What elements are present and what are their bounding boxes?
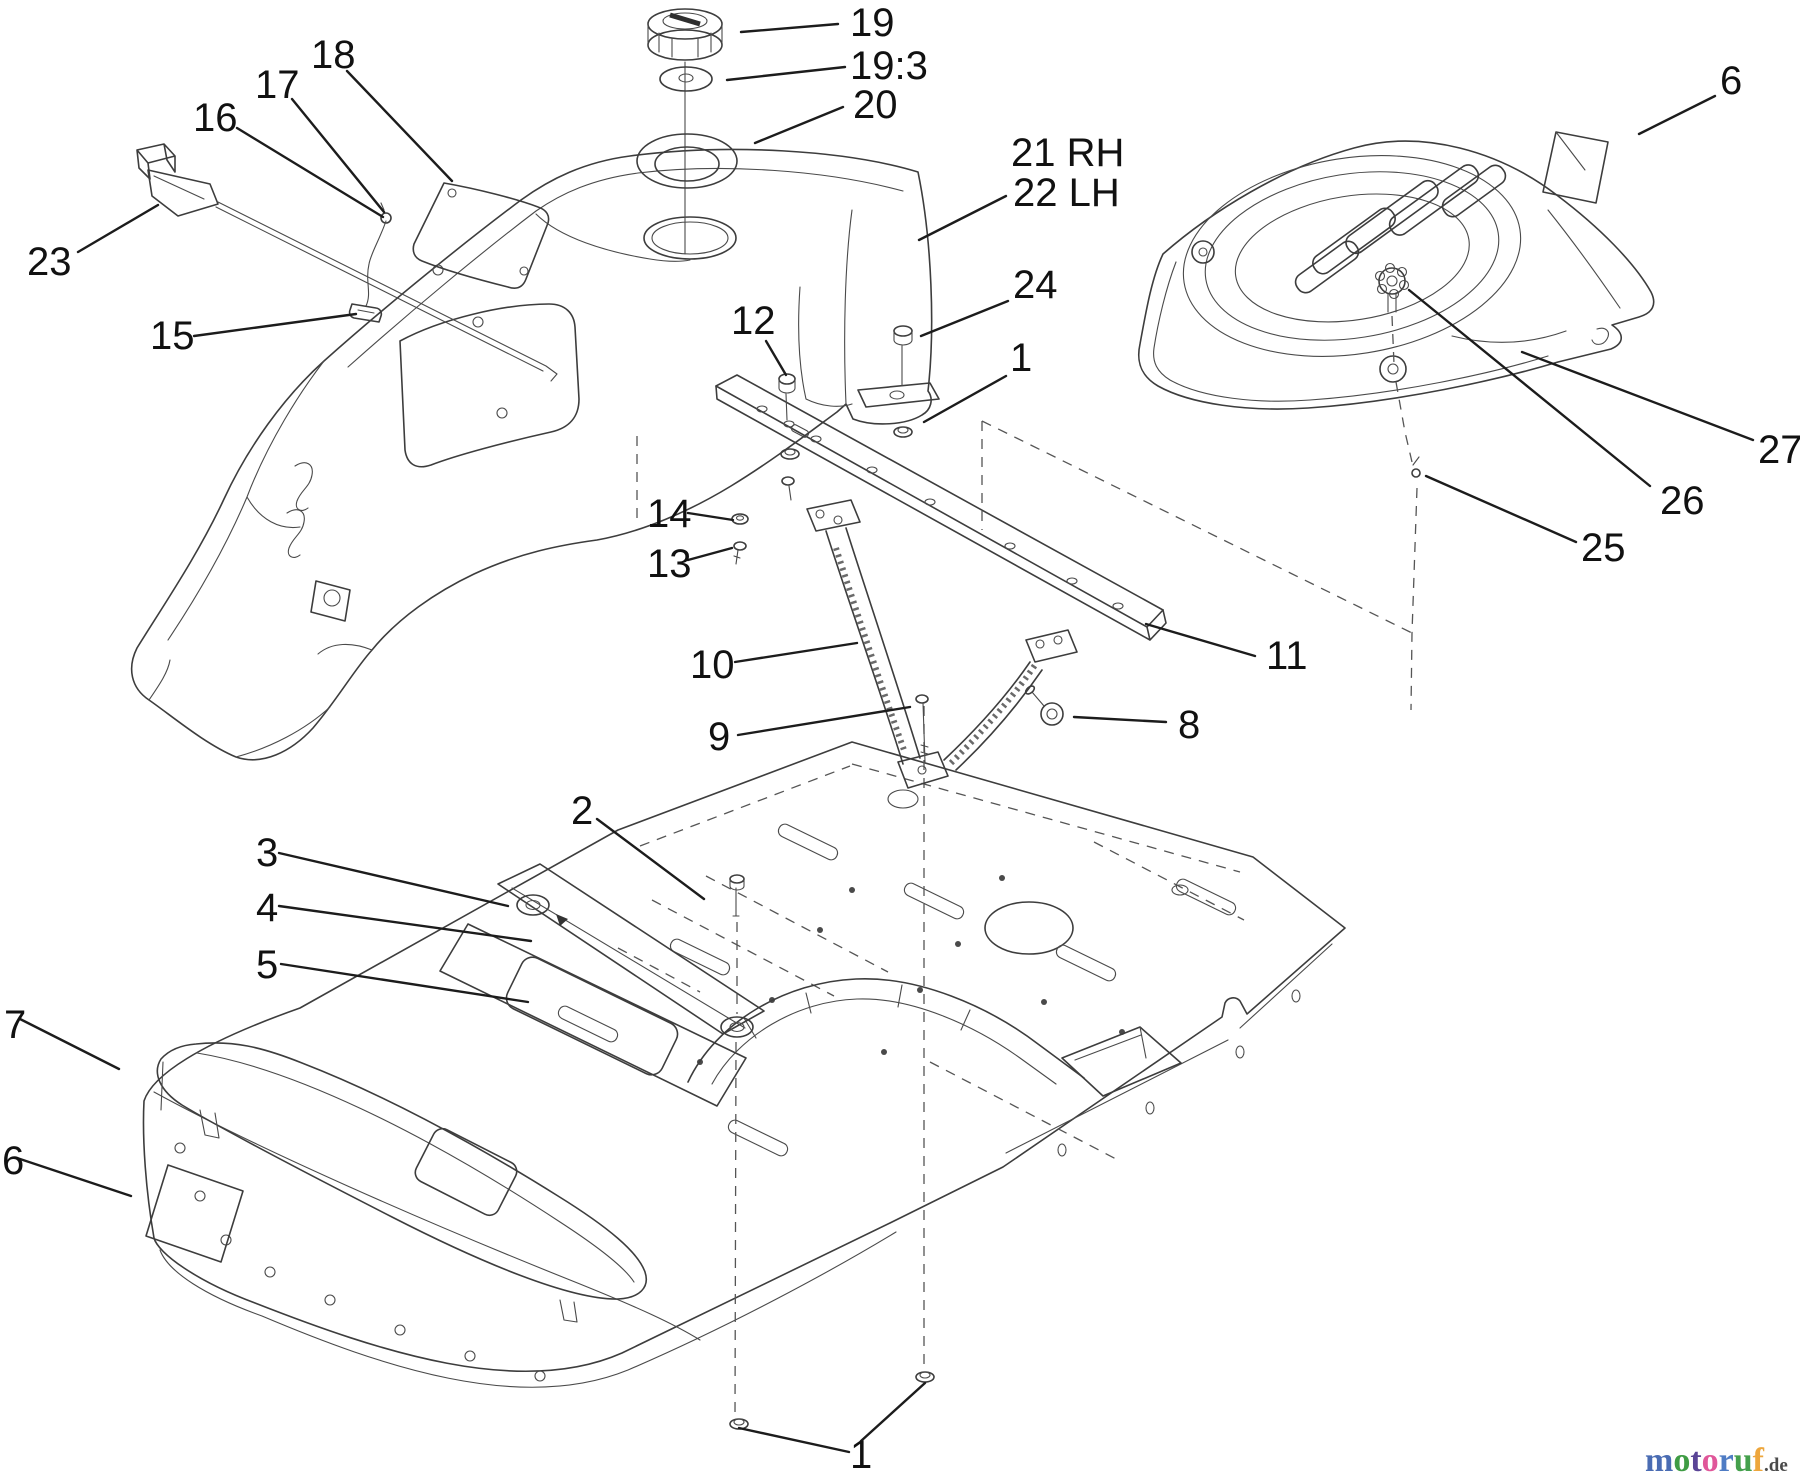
choke-rod-23 <box>136 143 558 382</box>
callout-label-13: 13 <box>647 542 692 586</box>
column-hardware <box>893 325 913 438</box>
leader-line-6b <box>15 1156 133 1198</box>
callout-label-22: 22 LH <box>1013 171 1120 215</box>
screw-12 <box>781 476 795 501</box>
callout-label-17: 17 <box>255 63 300 107</box>
leader-line-19 <box>739 22 840 34</box>
steering-tunnel <box>687 978 1182 1097</box>
leader-line-9 <box>736 705 912 737</box>
callout-label-6a: 6 <box>1720 59 1742 103</box>
callout-label-9: 9 <box>708 715 730 759</box>
washer-14 <box>731 513 749 525</box>
callout-label-2: 2 <box>571 789 593 833</box>
leader-line-13 <box>686 546 734 562</box>
knob-26 <box>1374 262 1410 313</box>
callout-label-5: 5 <box>256 943 278 987</box>
v-bracket <box>731 499 1078 789</box>
leader-line-19-3 <box>725 65 847 82</box>
leader-line-4 <box>277 904 533 943</box>
grille-vents <box>1294 164 1507 294</box>
leader-line-5 <box>279 962 530 1004</box>
callout-label-1a: 1 <box>1010 336 1032 380</box>
leader-line-24 <box>919 299 1010 338</box>
callout-label-4: 4 <box>256 886 278 930</box>
choke-screw-17 <box>365 202 392 307</box>
flange-nut-1-top <box>893 426 913 438</box>
cover-decal-6 <box>1542 131 1609 204</box>
leader-line-23 <box>76 203 160 254</box>
leader-line-14 <box>686 511 735 522</box>
carriage-bolt-2 <box>729 874 745 917</box>
support-bar <box>636 373 1413 641</box>
leader-line-3 <box>277 851 510 908</box>
screw-13 <box>733 541 747 565</box>
bolt-9 <box>915 694 929 763</box>
front-bumper <box>145 1042 647 1323</box>
callout-label-19: 19 <box>850 1 895 45</box>
callout-label-3: 3 <box>256 831 278 875</box>
leader-line-17 <box>290 97 386 214</box>
leader-line-18 <box>345 69 454 183</box>
leader-line-10 <box>733 641 859 664</box>
flange-nut-1-right <box>915 1371 935 1383</box>
callout-label-12: 12 <box>731 299 776 343</box>
callout-label-11: 11 <box>1266 634 1308 678</box>
dash-clip <box>556 914 568 926</box>
leader-line-11 <box>1144 622 1257 658</box>
callout-label-24: 24 <box>1013 263 1058 307</box>
callout-label-26: 26 <box>1660 479 1705 523</box>
callout-label-10: 10 <box>690 643 735 687</box>
callout-label-7: 7 <box>4 1003 26 1047</box>
callout-label-14: 14 <box>647 492 692 536</box>
callout-label-23: 23 <box>27 240 72 284</box>
callout-label-1b: 1 <box>850 1433 872 1477</box>
push-pin-8 <box>1024 685 1064 726</box>
bolt-24 <box>893 325 913 387</box>
callout-label-20: 20 <box>853 83 898 127</box>
leader-line-25 <box>1424 474 1578 544</box>
leader-line-8 <box>1072 715 1168 724</box>
leader-line-12 <box>764 339 788 377</box>
watermark-motoruf: motoruf.de <box>1645 1442 1788 1479</box>
fuel-cap-19 <box>647 8 723 61</box>
dash-support-assembly <box>439 706 925 1417</box>
leader-line-26 <box>1407 288 1652 488</box>
hood-window-plaque <box>412 182 550 289</box>
bolt-12 <box>778 373 796 421</box>
callout-label-6b: 6 <box>2 1139 24 1183</box>
leader-line-1b <box>737 1426 851 1454</box>
hood <box>130 143 940 761</box>
callout-label-19-3: 19:3 <box>850 44 928 88</box>
grille-cover <box>1137 131 1655 711</box>
leader-line-1a <box>922 374 1008 424</box>
callout-label-18: 18 <box>311 33 356 77</box>
callout-label-25: 25 <box>1581 526 1626 570</box>
leader-line-1b <box>859 1381 927 1443</box>
chassis-frame <box>142 741 1346 1388</box>
bumper-decal <box>145 1164 244 1263</box>
leader-line-6a <box>1637 94 1717 136</box>
bottom-nuts <box>729 1371 935 1430</box>
callout-label-27: 27 <box>1758 428 1800 472</box>
flange-nut-12 <box>780 448 800 460</box>
leader-line-22 <box>917 194 1008 242</box>
callout-label-15: 15 <box>150 314 195 358</box>
leader-line-20 <box>753 105 845 145</box>
callout-label-8: 8 <box>1178 703 1200 747</box>
leader-line-7 <box>18 1017 121 1071</box>
leader-line-2 <box>595 817 706 901</box>
cap-gasket-19-3 <box>659 66 713 92</box>
leader-line-15 <box>192 312 358 338</box>
filler-ring-20 <box>636 133 738 189</box>
clip-15 <box>348 303 383 323</box>
leader-line-16 <box>235 126 385 219</box>
leader-line-27 <box>1520 350 1755 442</box>
callout-label-21: 21 RH <box>1011 131 1124 175</box>
fuel-cap-stack <box>636 8 738 255</box>
callout-label-16: 16 <box>193 96 238 140</box>
screw-25 <box>1411 456 1421 478</box>
